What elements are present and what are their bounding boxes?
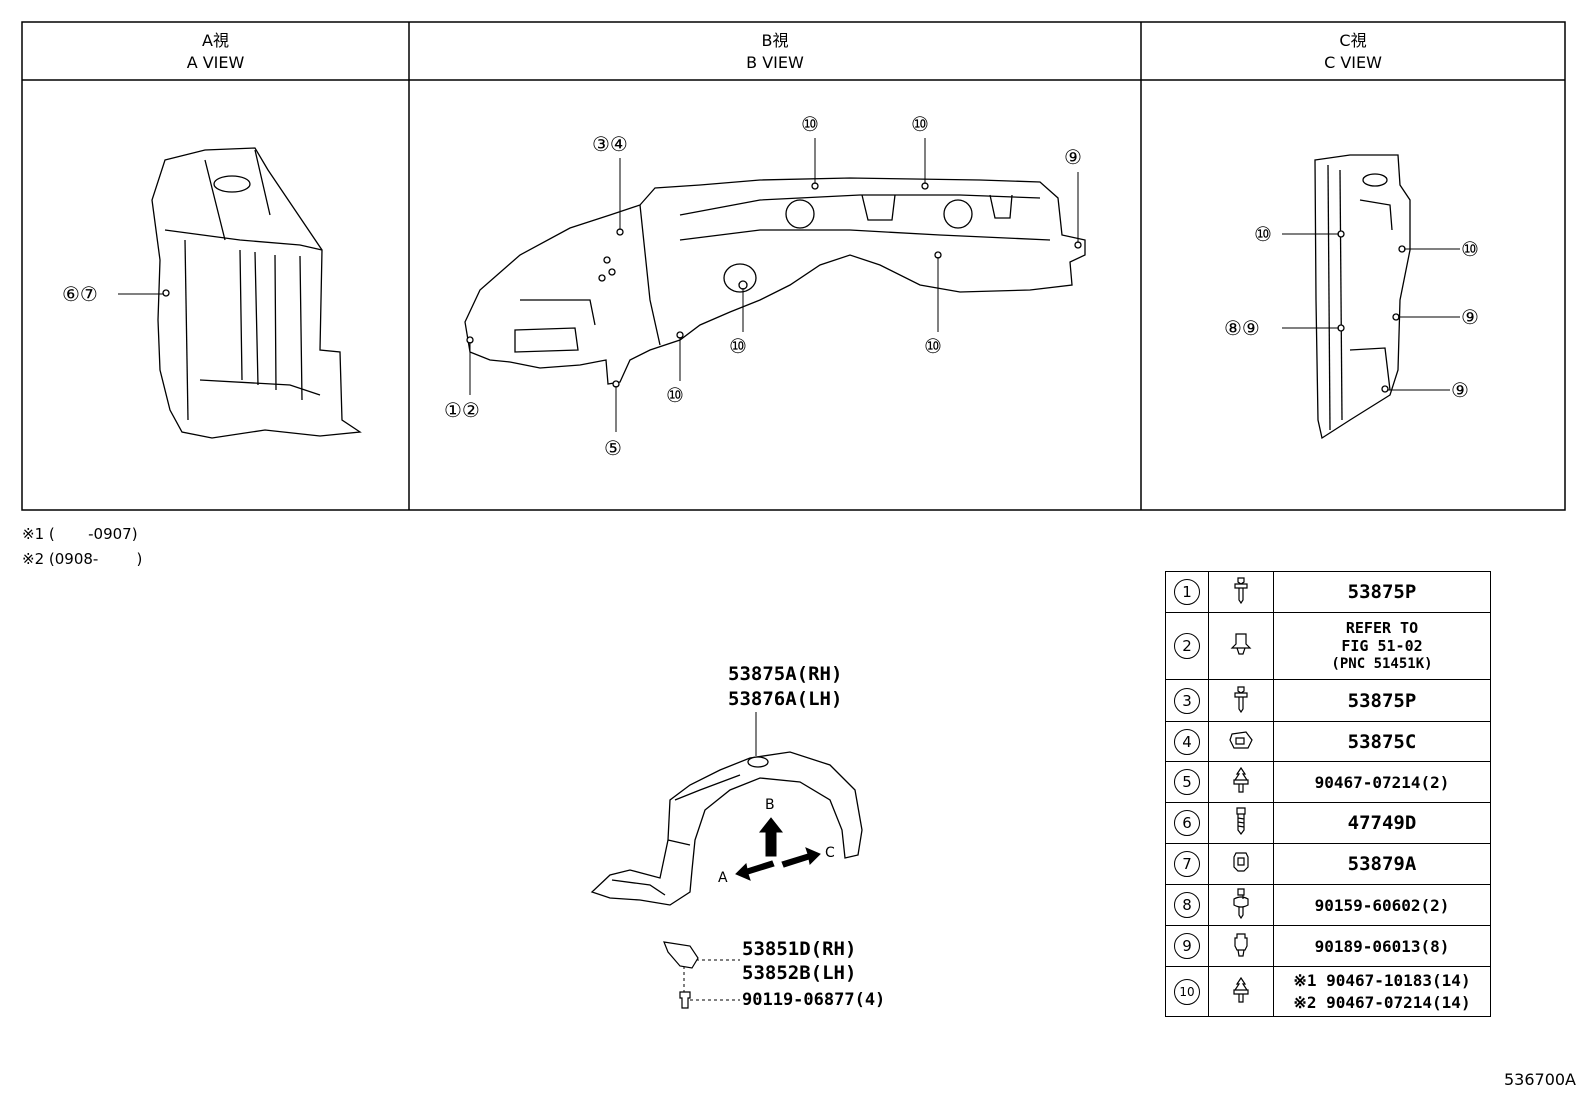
view-frames — [21, 21, 1566, 511]
legend-row: 4 53875C — [1165, 721, 1491, 762]
legend-code: 90159-60602(2) — [1273, 884, 1491, 926]
callout-10: ⑩ — [924, 334, 942, 358]
callout-10: ⑩ — [666, 383, 684, 407]
b-view-liner-drawing — [464, 177, 1086, 388]
legend-num: 1 — [1174, 579, 1200, 605]
legend-code: 53875C — [1273, 721, 1491, 762]
c-view-liner-drawing — [1314, 154, 1411, 440]
legend-row: 7 53879A — [1165, 843, 1491, 885]
legend-num: 8 — [1174, 892, 1200, 918]
legend-num: 4 — [1174, 728, 1200, 755]
legend-code-line: REFER TO — [1345, 619, 1419, 637]
view-header-en: B VIEW — [746, 53, 804, 72]
view-header-b: B視 B VIEW — [409, 30, 1141, 74]
screw-drawing — [679, 991, 691, 1009]
arrow-label-a: A — [718, 870, 728, 886]
legend-row: 3 53875P — [1165, 679, 1491, 722]
callout-9: ⑨ — [1064, 145, 1082, 169]
callout-10: ⑩ — [1461, 237, 1479, 261]
view-header-jp: C視 — [1339, 31, 1367, 50]
note-2: ※2 (0908- ) — [22, 550, 143, 568]
callout-8-9: ⑧⑨ — [1224, 316, 1260, 340]
legend-row: 5 90467-07214(2) — [1165, 761, 1491, 803]
legend-row: 2 REFER TO FIG 51-02 (PNC 51451K) — [1165, 612, 1491, 680]
legend-code: 47749D — [1273, 802, 1491, 844]
callout-10: ⑩ — [729, 334, 747, 358]
legend-row: 9 90189-06013(8) — [1165, 925, 1491, 967]
callout-6-7: ⑥⑦ — [62, 282, 98, 306]
grommet-icon — [1233, 852, 1249, 872]
fastener-legend-table: 1 53875P 2 REFER TO FIG 51-02 (PNC 51451… — [1165, 571, 1491, 1017]
view-header-a: A視 A VIEW — [22, 30, 409, 74]
legend-row: 6 47749D — [1165, 802, 1491, 844]
legend-num: 10 — [1174, 978, 1200, 1005]
legend-num: 7 — [1174, 851, 1200, 877]
callout-10: ⑩ — [801, 112, 819, 136]
screw-icon — [1234, 577, 1248, 605]
arrow-b-icon — [758, 817, 784, 857]
view-header-en: C VIEW — [1324, 53, 1382, 72]
screw-icon — [1234, 685, 1248, 713]
legend-code: 53879A — [1273, 843, 1491, 885]
legend-code: 90189-06013(8) — [1273, 925, 1491, 967]
push-rivet-icon — [1233, 766, 1249, 793]
fastener-legend: 1 53875P 2 REFER TO FIG 51-02 (PNC 51451… — [1165, 571, 1491, 1017]
legend-code: 90467-07214(2) — [1273, 761, 1491, 803]
legend-num: 3 — [1174, 687, 1200, 714]
view-header-jp: A視 — [202, 31, 229, 50]
part-number-seal-lh: 53852B(LH) — [742, 962, 857, 984]
rivet-icon — [1234, 933, 1248, 957]
clip-icon — [1230, 633, 1252, 655]
note-1: ※1 ( -0907) — [22, 525, 138, 543]
leader-lines — [118, 138, 1460, 432]
legend-row: 1 53875P — [1165, 571, 1491, 613]
legend-row: 10 ※1 90467-10183(14) ※2 90467-07214(14) — [1165, 966, 1491, 1017]
callout-1-2: ①② — [444, 398, 480, 422]
arrow-a-icon — [735, 860, 775, 881]
legend-code: 53875P — [1273, 571, 1491, 613]
legend-num: 2 — [1174, 633, 1200, 659]
arrow-label-b: B — [765, 797, 775, 813]
arrow-c-icon — [781, 847, 821, 868]
callout-9: ⑨ — [1461, 305, 1479, 329]
legend-code-line: ※1 90467-10183(14) — [1293, 970, 1471, 990]
callout-10: ⑩ — [911, 112, 929, 136]
nut-clip-icon — [1229, 730, 1253, 749]
legend-num: 9 — [1174, 933, 1200, 959]
legend-num: 5 — [1174, 769, 1200, 795]
callout-5: ⑤ — [604, 436, 622, 460]
bolt-icon — [1236, 807, 1246, 835]
part-number-liner-rh: 53875A(RH) — [728, 663, 843, 685]
arrow-label-c: C — [825, 845, 835, 861]
screw-icon — [1233, 888, 1249, 920]
legend-code-line: FIG 51-02 — [1341, 637, 1423, 655]
seal-drawing — [663, 941, 699, 1009]
view-header-jp: B視 — [761, 31, 789, 50]
view-header-en: A VIEW — [186, 53, 245, 72]
part-number-screw: 90119-06877(4) — [742, 990, 886, 1010]
callout-10: ⑩ — [1254, 222, 1272, 246]
view-header-c: C視 C VIEW — [1141, 30, 1565, 74]
main-liner-drawing — [590, 751, 863, 906]
legend-code-line: (PNC 51451K) — [1331, 656, 1433, 672]
legend-row: 8 90159-60602(2) — [1165, 884, 1491, 926]
push-rivet-icon — [1233, 976, 1249, 1003]
view-arrows — [735, 817, 821, 881]
part-number-liner-lh: 53876A(LH) — [728, 688, 843, 710]
callout-9: ⑨ — [1451, 378, 1469, 402]
main-leaders — [683, 712, 757, 1001]
diagram-code: 536700A — [1503, 1070, 1576, 1089]
legend-num: 6 — [1174, 810, 1200, 836]
legend-code-line: ※2 90467-07214(14) — [1293, 992, 1471, 1012]
legend-code: 53875P — [1273, 679, 1491, 722]
a-view-liner-drawing — [151, 147, 362, 439]
callout-3-4: ③④ — [592, 132, 628, 156]
part-number-seal-rh: 53851D(RH) — [742, 938, 857, 960]
